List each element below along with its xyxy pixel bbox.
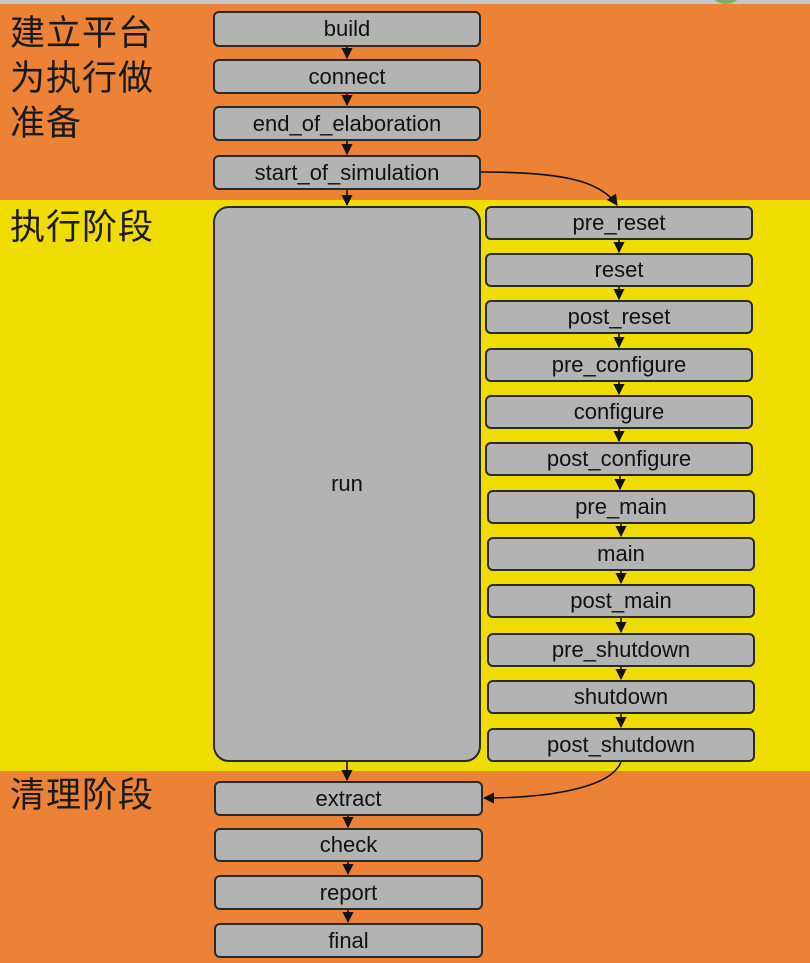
phase-reset: reset <box>485 253 753 287</box>
phase-pre-reset: pre_reset <box>485 206 753 240</box>
phase-configure: configure <box>485 395 753 429</box>
cleanup-band-label: 清理阶段 <box>10 776 155 816</box>
phase-build: build <box>213 11 481 47</box>
phase-post-main: post_main <box>487 584 755 618</box>
phase-final: final <box>214 923 483 958</box>
phase-start-of-simulation: start_of_simulation <box>213 155 481 190</box>
phase-connect: connect <box>213 59 481 94</box>
phase-pre-configure: pre_configure <box>485 348 753 382</box>
decorative-shape <box>708 0 744 4</box>
build-band-label: 建立平台 为执行做 准备 <box>10 14 155 144</box>
phase-shutdown: shutdown <box>487 680 755 714</box>
arrow-sos-pre-reset <box>480 171 618 206</box>
phase-extract: extract <box>214 781 483 816</box>
phase-report: report <box>214 875 483 910</box>
phase-post-shutdown: post_shutdown <box>487 728 755 762</box>
phase-pre-shutdown: pre_shutdown <box>487 633 755 667</box>
phase-post-configure: post_configure <box>485 442 753 476</box>
run-band-label: 执行阶段 <box>10 208 155 248</box>
phase-pre-main: pre_main <box>487 490 755 524</box>
phase-post-reset: post_reset <box>485 300 753 334</box>
phase-main: main <box>487 537 755 571</box>
phase-end-of-elaboration: end_of_elaboration <box>213 106 481 141</box>
top-border-line <box>0 0 810 4</box>
arrow-post-shutdown-extract <box>482 761 622 804</box>
phase-run: run <box>213 206 481 762</box>
phase-check: check <box>214 828 483 862</box>
